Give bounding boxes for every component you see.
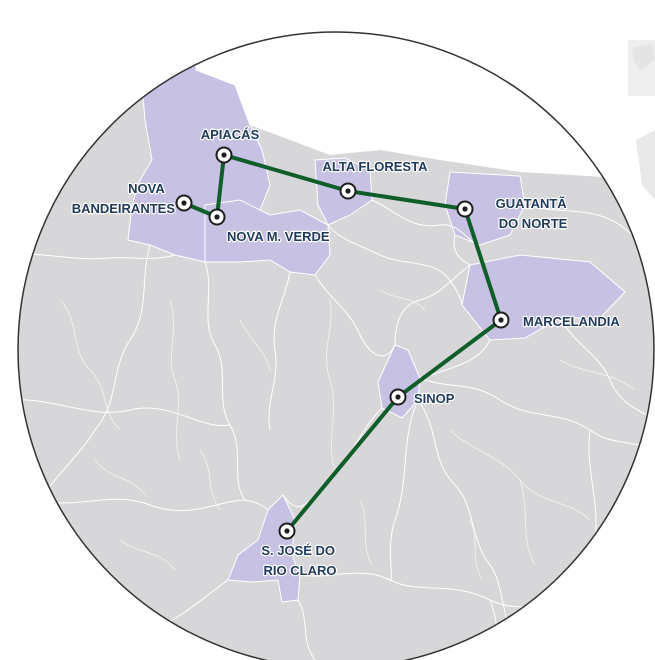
label-nova-bandeirantes: NOVA BANDEIRANTES <box>72 181 176 216</box>
label-apiacas: APIACÁS <box>201 127 260 142</box>
marker-sao-jose-do-rio-claro <box>278 522 296 540</box>
city-markers <box>175 146 510 540</box>
label-marcelandia: MARCELANDIA <box>523 314 620 329</box>
label-sinop: SINOP <box>414 391 455 406</box>
label-nova-monte-verde: NOVA M. VERDE <box>227 229 330 244</box>
city-labels: APIACÁS NOVA BANDEIRANTES NOVA M. VERDE … <box>71 126 622 579</box>
sinop-region <box>377 344 421 419</box>
circle-outline <box>17 31 655 660</box>
outside-map-fragment <box>628 40 655 200</box>
marker-nova-monte-verde <box>208 208 226 226</box>
marker-nova-bandeirantes <box>175 194 193 212</box>
marker-apiacas <box>215 146 233 164</box>
marker-sinop <box>389 388 407 406</box>
nova-monte-verde-region <box>204 199 331 276</box>
label-guaranta-do-norte: GUATANTÃ DO NORTE <box>496 196 571 231</box>
marker-alta-floresta <box>339 182 357 200</box>
label-sao-jose-do-rio-claro: S. JOSÉ DO RIO CLARO <box>261 543 338 578</box>
marker-marcelandia <box>492 311 510 329</box>
route-line <box>182 153 503 533</box>
label-alta-floresta: ALTA FLORESTA <box>323 159 429 174</box>
marker-guaranta-do-norte <box>456 200 474 218</box>
guaranta-region <box>444 171 526 246</box>
rivers <box>59 289 636 581</box>
